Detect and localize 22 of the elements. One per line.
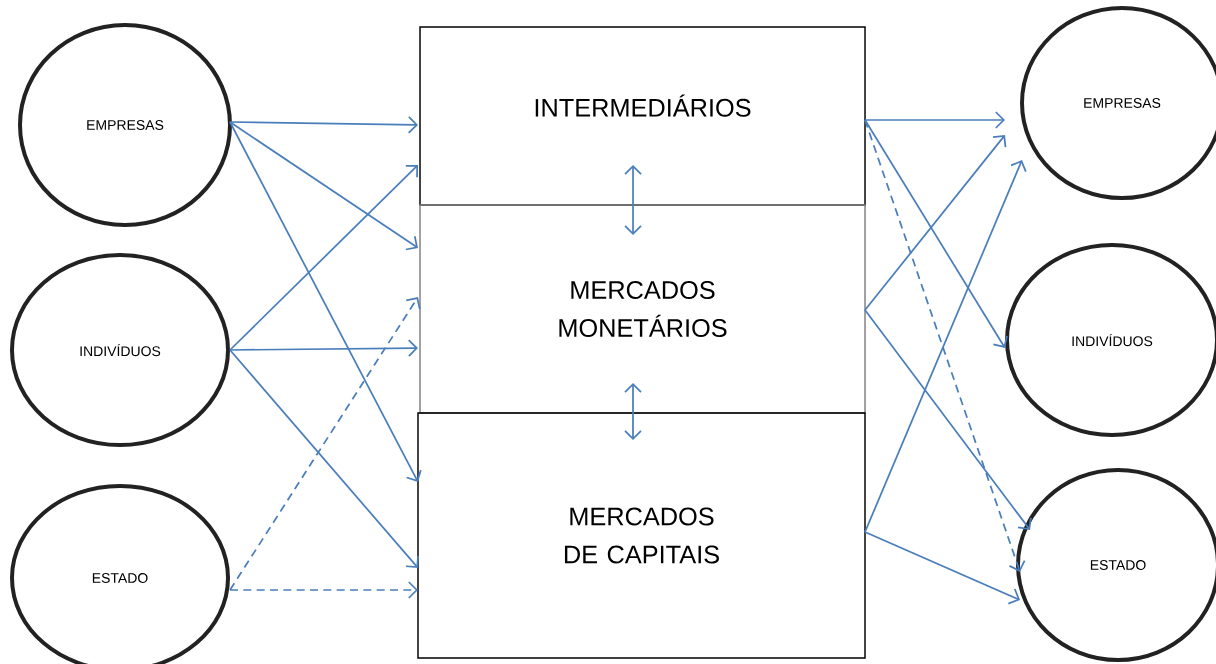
arrow [229, 121, 418, 251]
arrow [864, 135, 1007, 311]
arrow [229, 121, 422, 482]
arrow [864, 111, 1005, 129]
arrow [864, 309, 1032, 530]
arrow [864, 160, 1027, 533]
market-box: MERCADOS DE CAPITAIS [417, 412, 866, 659]
arrow [864, 119, 1008, 348]
arrow [229, 164, 418, 351]
arrow [624, 383, 642, 440]
arrow [229, 581, 418, 599]
arrow [229, 349, 419, 568]
arrow [864, 119, 1026, 572]
market-box: MERCADOS MONETÁRIOS [419, 204, 866, 414]
market-box: INTERMEDIÁRIOS [419, 26, 866, 206]
ellipse-node: INDIVÍDUOS [10, 253, 230, 447]
arrow [229, 116, 418, 134]
arrow [229, 339, 418, 357]
arrow [624, 165, 642, 235]
arrow [229, 297, 421, 591]
arrow [864, 531, 1020, 605]
ellipse-node: EMPRESAS [18, 23, 232, 227]
